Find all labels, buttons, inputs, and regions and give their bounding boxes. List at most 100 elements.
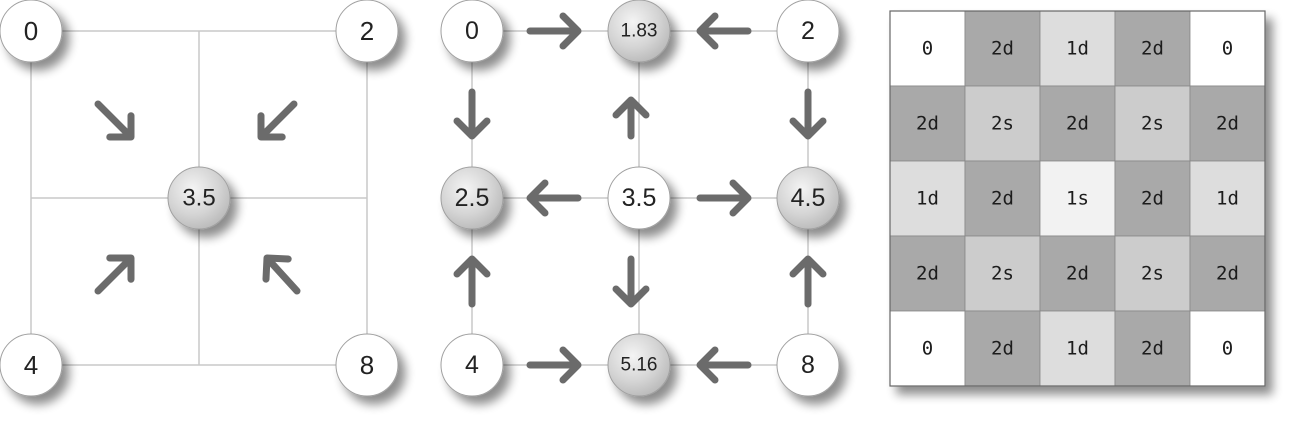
table-cell-label: 1d — [916, 188, 939, 210]
table-cell: 1d — [1039, 10, 1116, 87]
middle-node-0-2 — [776, 0, 840, 63]
table-cell-label: 1d — [1216, 188, 1239, 210]
table-cell: 2d — [1189, 85, 1266, 162]
middle-node-label: 4 — [465, 351, 479, 379]
arrow-center-up — [612, 96, 650, 140]
corner-node-top-right — [335, 0, 399, 63]
left-arrows — [94, 100, 301, 295]
table-cell: 1d — [889, 160, 966, 237]
middle-node-2-2 — [776, 333, 840, 397]
table-cell-label: 0 — [1222, 38, 1233, 60]
arrow-bottom-row-right — [526, 346, 582, 384]
table-cell-label: 0 — [1222, 338, 1233, 360]
middle-node-0-0 — [440, 0, 504, 63]
table-cell-label: 2s — [991, 263, 1014, 285]
middle-node-label: 4.5 — [791, 184, 826, 212]
table-cell: 0 — [889, 310, 966, 387]
table-cell-label: 2d — [1141, 338, 1164, 360]
table-cell-label: 1s — [1066, 188, 1089, 210]
arrow-bottom-row-left — [696, 346, 752, 384]
center-node-label: 3.5 — [182, 185, 215, 212]
arrow-right-col-down — [789, 88, 827, 140]
arrow-center-down — [612, 255, 650, 308]
table-cell-label: 2s — [1141, 263, 1164, 285]
table-cell-label: 0 — [922, 338, 933, 360]
corner-node-top-left-label: 0 — [24, 16, 38, 46]
middle-node-label: 5.16 — [621, 355, 658, 376]
corner-node-top-right-label: 2 — [360, 16, 374, 46]
table-cell: 2s — [964, 235, 1041, 312]
table-cell: 2d — [889, 85, 966, 162]
corner-node-top-left — [0, 0, 63, 63]
arrow-bottom-right — [262, 254, 301, 295]
weight-table-border — [889, 10, 1266, 387]
arrow-center-right — [696, 179, 752, 217]
table-cell-label: 2d — [1141, 188, 1164, 210]
table-cell-label: 2d — [1141, 38, 1164, 60]
corner-node-bottom-left-label: 4 — [24, 350, 38, 380]
middle-node-label: 0 — [465, 17, 479, 45]
table-cell: 1s — [1039, 160, 1116, 237]
arrow-left-col-down — [453, 88, 491, 140]
arrow-top-row-right — [526, 12, 582, 50]
middle-arrows — [453, 12, 827, 384]
table-cell-label: 2d — [1066, 263, 1089, 285]
table-cell-label: 2d — [991, 338, 1014, 360]
left-diagram: 0 2 4 8 3.5 — [0, 0, 399, 397]
arrow-center-left — [526, 179, 582, 217]
arrow-top-row-left — [696, 12, 752, 50]
middle-node-1-1 — [607, 166, 671, 230]
middle-diagram: 0 1.83 2 2.5 3.5 4.5 4 5.16 8 — [440, 0, 840, 397]
table-cell-label: 2d — [991, 188, 1014, 210]
table-cell-label: 2d — [1216, 113, 1239, 135]
middle-node-label: 2.5 — [455, 184, 490, 212]
table-cell: 2d — [964, 10, 1041, 87]
middle-nodes: 0 1.83 2 2.5 3.5 4.5 4 5.16 8 — [440, 0, 840, 397]
table-cell: 0 — [1189, 10, 1266, 87]
table-cell: 0 — [889, 10, 966, 87]
table-cell-label: 1d — [1066, 338, 1089, 360]
table-cell: 2d — [964, 310, 1041, 387]
middle-node-label: 3.5 — [622, 184, 657, 212]
middle-node-label: 2 — [801, 17, 815, 45]
arrow-right-col-up — [789, 255, 827, 308]
corner-node-bottom-right-label: 8 — [360, 350, 374, 380]
middle-node-label: 1.83 — [621, 21, 658, 42]
middle-node-2-0 — [440, 333, 504, 397]
table-cell: 0 — [1189, 310, 1266, 387]
table-cell: 2s — [1114, 235, 1191, 312]
table-cell-label: 2d — [1216, 263, 1239, 285]
table-cell: 2d — [1039, 235, 1116, 312]
table-cell: 2d — [1114, 160, 1191, 237]
middle-node-2-1 — [607, 333, 671, 397]
middle-node-label: 8 — [801, 351, 815, 379]
table-cell: 2d — [1114, 310, 1191, 387]
table-cell-label: 2d — [1066, 113, 1089, 135]
table-cell: 2s — [1114, 85, 1191, 162]
corner-node-bottom-left — [0, 333, 63, 397]
table-cell: 2d — [889, 235, 966, 312]
corner-node-bottom-right — [335, 333, 399, 397]
arrow-bottom-left — [94, 254, 135, 295]
arrow-top-right — [257, 100, 298, 141]
table-cell: 2d — [964, 160, 1041, 237]
arrow-left-col-up — [453, 255, 491, 308]
table-cell-label: 0 — [922, 38, 933, 60]
table-cell: 2d — [1189, 235, 1266, 312]
middle-node-1-0 — [440, 166, 504, 230]
table-cell-label: 1d — [1066, 38, 1089, 60]
left-nodes: 0 2 4 8 3.5 — [0, 0, 399, 397]
table-cell-label: 2d — [916, 263, 939, 285]
table-cell-label: 2d — [916, 113, 939, 135]
middle-node-1-2 — [776, 166, 840, 230]
table-cell: 2d — [1039, 85, 1116, 162]
arrow-top-left — [94, 100, 135, 141]
table-cell-label: 2s — [1141, 113, 1164, 135]
middle-node-0-1 — [607, 0, 671, 63]
table-cell: 2d — [1114, 10, 1191, 87]
table-cell: 1d — [1039, 310, 1116, 387]
table-cell: 2s — [964, 85, 1041, 162]
